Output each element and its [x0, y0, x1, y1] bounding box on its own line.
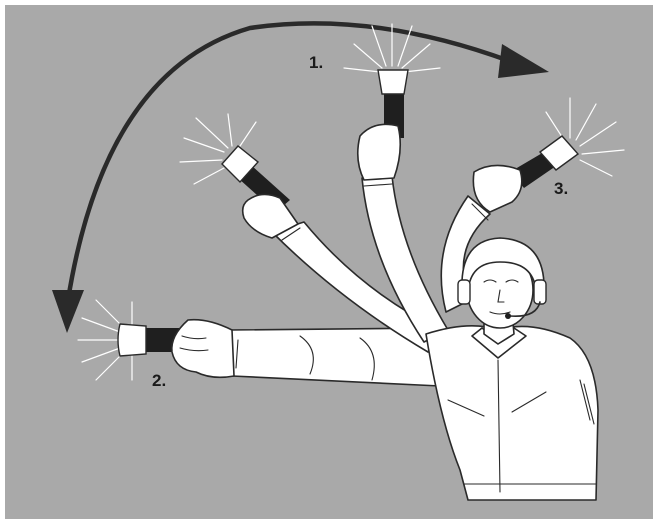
microphone-icon [505, 313, 511, 319]
step-3-label: 3. [554, 179, 568, 198]
wand-light-icon [378, 70, 408, 94]
step-2-label: 2. [152, 371, 166, 390]
ear-cup-right [534, 280, 546, 304]
ear-cup-left [458, 280, 470, 304]
wand-light-icon [118, 324, 146, 356]
step-1-label: 1. [309, 53, 323, 72]
